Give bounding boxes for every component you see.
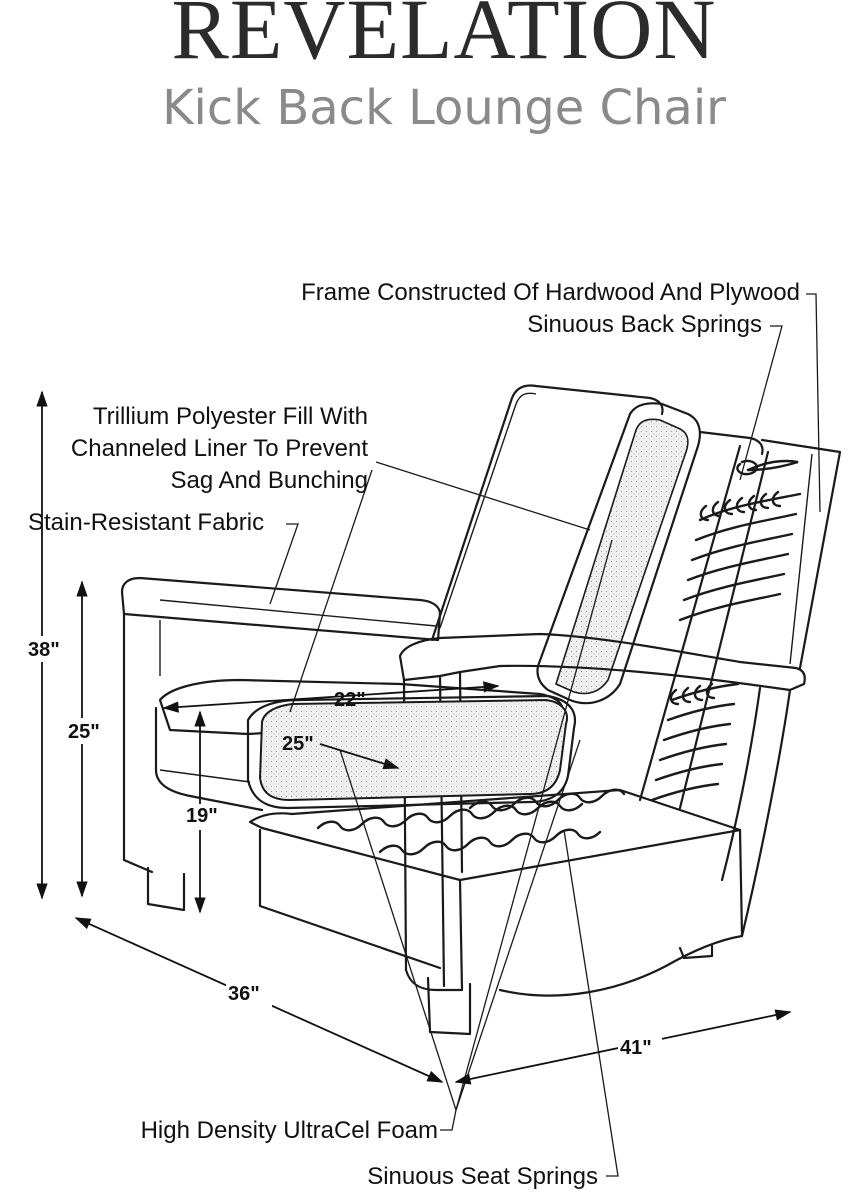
dim-depth: 41" xyxy=(620,1037,652,1059)
right-arm-top xyxy=(398,632,806,692)
label-fabric: Stain-Resistant Fabric xyxy=(28,509,264,536)
label-seat-springs: Sinuous Seat Springs xyxy=(367,1163,598,1190)
label-back-springs: Sinuous Back Springs xyxy=(527,311,762,338)
foam-leader-c xyxy=(455,539,613,1111)
frame-leader xyxy=(806,293,821,513)
fill-leader-seat xyxy=(289,469,373,713)
seat-width-arrow xyxy=(162,681,500,713)
fill-leader-back xyxy=(375,461,591,531)
left-arm-front xyxy=(122,612,154,874)
back-fill-cutaway xyxy=(555,418,689,695)
seat-springs xyxy=(316,788,626,856)
dim-width: 36" xyxy=(228,983,260,1005)
dim-seat-height: 19" xyxy=(186,805,218,827)
left-front-leg xyxy=(146,866,186,912)
dim-arm-height: 25" xyxy=(68,721,100,743)
dim-seat-depth: 25" xyxy=(282,733,314,755)
product-title: Kick Back Lounge Chair xyxy=(162,80,726,136)
label-frame: Frame Constructed Of Hardwood And Plywoo… xyxy=(301,279,800,306)
back-springs xyxy=(650,459,802,802)
dim-overall-height: 38" xyxy=(28,639,60,661)
seat-cushion-front xyxy=(154,706,264,812)
brand-logo: REVELATION xyxy=(171,0,717,77)
back-springs-leader xyxy=(739,325,783,481)
seat-front-edge xyxy=(458,878,464,992)
rear-right-leg xyxy=(678,944,714,960)
left-arm-top xyxy=(120,576,442,642)
label-fill-line3: Sag And Bunching xyxy=(171,467,369,494)
dim-seat-width: 22" xyxy=(334,689,366,711)
right-arm-back-curve xyxy=(740,688,792,938)
seat-springs-leader xyxy=(563,829,619,1177)
front-right-leg xyxy=(426,976,472,1036)
back-frame-top xyxy=(698,430,764,456)
label-fill-line1: Trillium Polyester Fill With xyxy=(93,403,368,430)
back-frame-outer xyxy=(430,384,664,642)
back-frame-right xyxy=(760,438,842,670)
dimension-labels: 38" 25" 19" 22" 25" 36" 41" xyxy=(26,636,662,1062)
label-fill-line2: Channeled Liner To Prevent xyxy=(71,435,368,462)
back-cushion xyxy=(536,402,701,705)
callout-labels: Frame Constructed Of Hardwood And Plywoo… xyxy=(28,279,800,1190)
fabric-leader xyxy=(269,523,299,605)
seat-platform xyxy=(248,788,742,882)
seat-bottom-curve xyxy=(498,828,744,997)
label-foam: High Density UltraCel Foam xyxy=(141,1117,438,1144)
seat-depth-arrow xyxy=(319,743,400,770)
